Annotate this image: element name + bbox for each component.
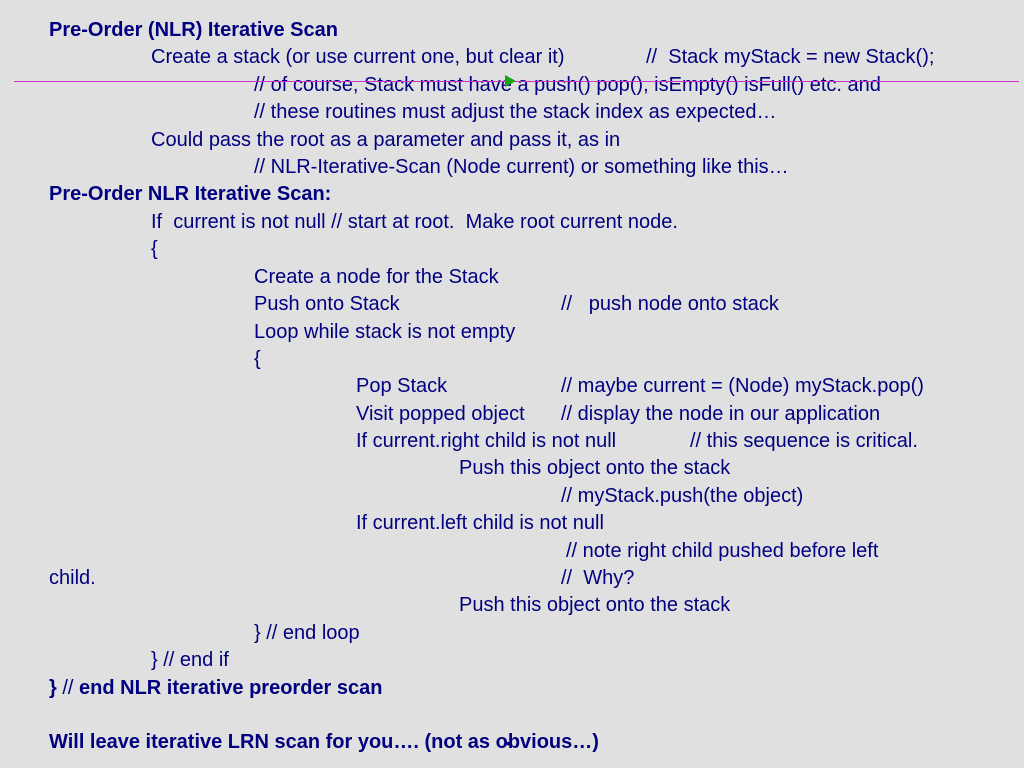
- open-brace-if: {: [151, 238, 158, 260]
- push-left-line: Push this object onto the stack: [459, 594, 731, 616]
- end-if-line: } // end if: [151, 649, 229, 671]
- stack-comment: // Stack myStack = new Stack();: [646, 46, 935, 68]
- child-wrap: child.: [49, 567, 96, 589]
- pass-root-line: Could pass the root as a parameter and p…: [151, 129, 621, 151]
- magenta-rule: [14, 81, 1019, 82]
- pop-stack-line: Pop Stack: [356, 375, 448, 397]
- why-comment: // Why?: [561, 567, 635, 589]
- push-onto-stack-line: Push onto Stack: [254, 293, 400, 315]
- heading-preorder-scan: Pre-Order NLR Iterative Scan:: [49, 183, 332, 205]
- end-comment-slashes: //: [56, 677, 80, 699]
- create-node-line: Create a node for the Stack: [254, 266, 499, 288]
- visit-line: Visit popped object: [356, 403, 525, 425]
- visit-comment: // display the node in our application: [561, 403, 881, 425]
- critical-comment: // this sequence is critical.: [690, 430, 918, 452]
- stack-index-comment: // these routines must adjust the stack …: [254, 101, 777, 123]
- end-loop-line: } // end loop: [254, 622, 360, 644]
- signature-comment: // NLR-Iterative-Scan (Node current) or …: [254, 156, 789, 178]
- if-current-line: If current is not null // start at root.…: [151, 211, 678, 233]
- loop-while-line: Loop while stack is not empty: [254, 321, 516, 343]
- end-scan-line: } // end NLR iterative preorder scan: [49, 676, 382, 700]
- create-stack-line: Create a stack (or use current one, but …: [151, 46, 565, 68]
- push-right-line: Push this object onto the stack: [459, 457, 731, 479]
- pointer-dot-icon: •: [506, 735, 511, 751]
- open-brace-loop: {: [254, 348, 261, 370]
- close-brace: }: [49, 677, 57, 699]
- note-right-before-left: // note right child pushed before left: [566, 540, 879, 562]
- left-child-line: If current.left child is not null: [356, 512, 604, 534]
- right-child-line: If current.right child is not null: [356, 430, 617, 452]
- stack-methods-comment: // of course, Stack must have a push() p…: [254, 74, 881, 96]
- closing-remark: Will leave iterative LRN scan for you…. …: [49, 731, 599, 753]
- heading-preorder-nlr: Pre-Order (NLR) Iterative Scan: [49, 19, 338, 41]
- pop-comment: // maybe current = (Node) myStack.pop(): [561, 375, 924, 397]
- push-object-comment: // myStack.push(the object): [561, 485, 804, 507]
- push-comment: // push node onto stack: [561, 293, 779, 315]
- green-triangle-marker-icon: [505, 75, 516, 87]
- end-scan-label: end NLR iterative preorder scan: [79, 677, 383, 699]
